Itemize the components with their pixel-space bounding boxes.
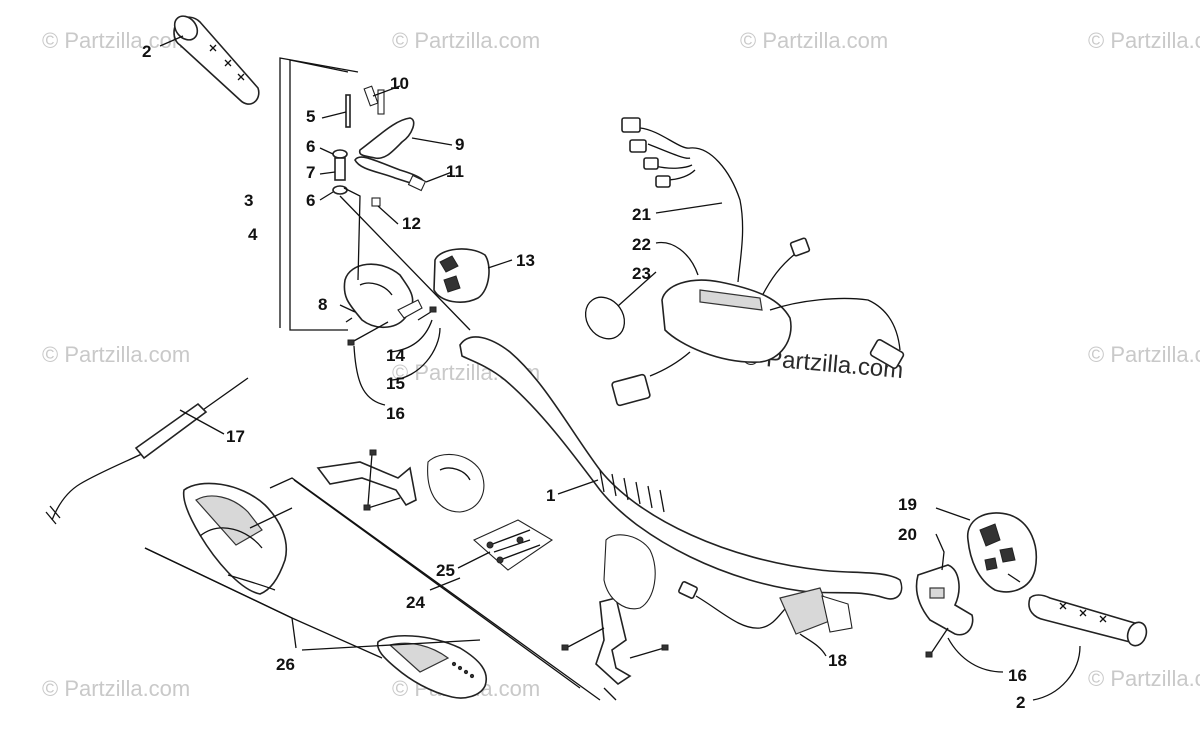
callout-label: 10 <box>390 74 409 93</box>
callout-label: 16 <box>386 404 405 423</box>
callout-label: 11 <box>446 162 464 181</box>
callout-label: 18 <box>828 651 847 670</box>
callout-label: 12 <box>402 214 421 233</box>
watermark: © Partzilla.com <box>1088 28 1200 53</box>
callout-label: 3 <box>244 191 254 210</box>
switch-housing-icon <box>343 263 423 329</box>
watermark: © Partzilla.com <box>1088 666 1200 691</box>
callout-label: 6 <box>306 191 316 210</box>
bracket-icon <box>561 534 669 686</box>
screw-icon <box>925 627 949 658</box>
callout-label: 5 <box>306 107 316 126</box>
callout-label: 25 <box>436 561 455 580</box>
screw-icon <box>472 519 554 571</box>
hand-guard-icon <box>376 634 487 699</box>
grip-icon <box>173 15 260 105</box>
bracket-icon <box>915 564 974 636</box>
switch-housing-icon <box>967 512 1037 593</box>
watermark: © Partzilla.com <box>42 342 191 367</box>
wiring-harness-icon <box>584 117 905 407</box>
watermark: © Partzilla.com <box>1088 342 1200 367</box>
hand-guard-icon <box>182 482 288 595</box>
callout-label: 19 <box>898 495 917 514</box>
callout-label: 17 <box>226 427 245 446</box>
watermark: © Partzilla.com <box>42 676 191 701</box>
callout-label: 26 <box>276 655 295 674</box>
callout-label: 24 <box>406 593 425 612</box>
callout-label: 20 <box>898 525 917 544</box>
callout-label: 6 <box>306 137 316 156</box>
watermark: © Partzilla.com <box>740 28 889 53</box>
callout-leaders <box>144 35 1081 701</box>
callout-label: 13 <box>516 251 535 270</box>
callout-label: 22 <box>632 235 651 254</box>
callout-label: 23 <box>632 264 651 283</box>
watermark: © Partzilla.com <box>392 28 541 53</box>
heater-element-icon <box>678 581 853 635</box>
handlebar-icon <box>459 336 903 600</box>
callout-label: 21 <box>632 205 651 224</box>
throttle-cable-icon <box>45 377 249 525</box>
callout-label: 8 <box>318 295 328 314</box>
callout-label: 4 <box>248 225 258 244</box>
bracket-icon <box>316 449 485 513</box>
callout-label: 2 <box>1016 693 1026 712</box>
grip-icon <box>1028 594 1148 647</box>
callout-label: 2 <box>142 42 152 61</box>
throttle-lever-icon <box>332 85 427 207</box>
callout-label: 14 <box>386 346 405 365</box>
switch-housing-icon <box>433 248 490 303</box>
callout-label: 15 <box>386 374 405 393</box>
callout-label: 7 <box>306 163 316 182</box>
callout-label: 16 <box>1008 666 1027 685</box>
watermark: © Partzilla.com <box>42 28 191 53</box>
screw-icon <box>347 306 437 346</box>
callout-label: 9 <box>455 135 465 154</box>
callout-label: 1 <box>546 486 556 505</box>
